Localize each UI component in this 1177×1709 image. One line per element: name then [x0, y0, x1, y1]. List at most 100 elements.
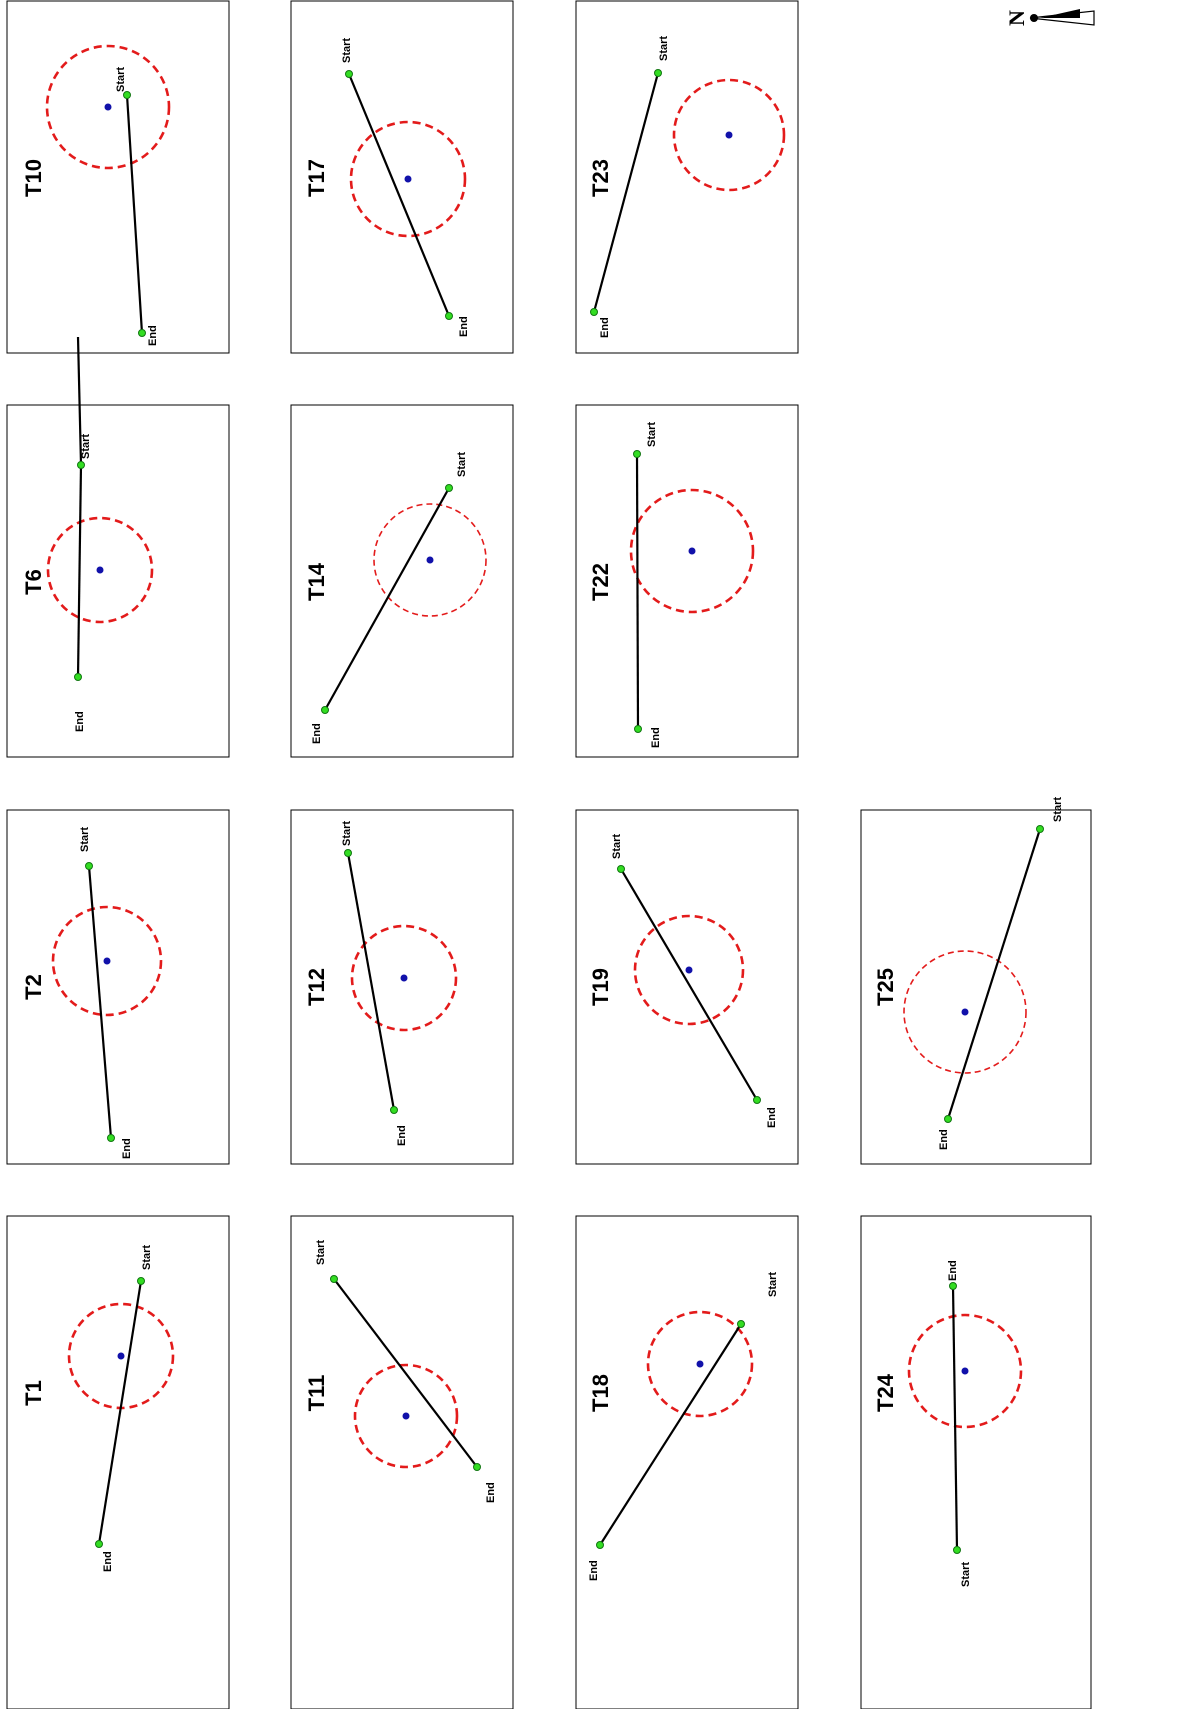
panel-frame — [575, 404, 799, 758]
range-circle — [46, 516, 154, 624]
end-label: End — [485, 1482, 497, 1503]
start-label: Start — [115, 67, 127, 92]
center-dot — [117, 1352, 125, 1360]
end-point — [949, 1282, 957, 1290]
end-point — [321, 706, 329, 714]
panel-frame — [575, 809, 799, 1165]
track-line — [324, 487, 450, 711]
start-point — [633, 450, 641, 458]
panel-t12: T12 Start End — [290, 809, 514, 1165]
start-label: Start — [960, 1562, 972, 1587]
start-point — [1036, 825, 1044, 833]
track-line — [76, 336, 83, 466]
panel-title: T22 — [588, 563, 613, 601]
north-letter: N — [1004, 10, 1029, 26]
panel-frame — [6, 1215, 230, 1709]
center-dot — [696, 1360, 704, 1368]
center-dot — [103, 957, 111, 965]
center-dot — [104, 103, 112, 111]
range-circle — [353, 1363, 459, 1469]
track-line — [87, 865, 113, 1139]
range-circle — [903, 950, 1027, 1074]
track-line — [635, 453, 640, 730]
center-dot — [404, 175, 412, 183]
start-point — [654, 69, 662, 77]
end-label: End — [588, 1560, 600, 1581]
end-label: End — [599, 317, 611, 338]
end-point — [590, 308, 598, 316]
range-circle — [629, 488, 755, 614]
start-point — [344, 849, 352, 857]
end-label: End — [938, 1129, 950, 1150]
track-line — [347, 73, 451, 317]
panel-title: T14 — [304, 562, 329, 601]
panel-title: T23 — [588, 159, 613, 197]
panel-title: T24 — [873, 1373, 898, 1412]
panel-t18: T18 Start End — [575, 1215, 799, 1709]
end-label: End — [458, 316, 470, 337]
start-label: Start — [341, 38, 353, 63]
panel-title: T6 — [21, 569, 46, 595]
range-circle — [646, 1310, 754, 1418]
start-point — [77, 461, 85, 469]
panel-t23: T23 Start End — [575, 0, 799, 354]
panel-t14: T14 Start End — [290, 404, 514, 758]
end-point — [445, 312, 453, 320]
panel-title: T17 — [304, 159, 329, 197]
panel-title: T19 — [588, 968, 613, 1006]
north-arrow-head — [1040, 9, 1080, 18]
range-circle — [907, 1313, 1023, 1429]
range-circle — [373, 503, 487, 617]
start-label: Start — [658, 36, 670, 61]
track-line — [125, 94, 144, 334]
end-label: End — [650, 727, 662, 748]
range-circle — [45, 44, 171, 170]
panel-t10: T10 Start End — [6, 0, 230, 354]
panel-t11: T11 Start End — [290, 1215, 514, 1709]
range-circle — [350, 924, 458, 1032]
center-dot — [688, 547, 696, 555]
panel-title: T10 — [21, 159, 46, 197]
center-dot — [961, 1367, 969, 1375]
panel-t2: T2 Start End — [6, 809, 230, 1165]
center-dot — [426, 556, 434, 564]
panel-frame — [6, 404, 230, 758]
center-dot — [961, 1008, 969, 1016]
end-point — [944, 1115, 952, 1123]
end-point — [473, 1463, 481, 1471]
panel-t1: T1 Start End — [6, 1215, 230, 1709]
track-line — [333, 1278, 478, 1468]
panel-frame — [290, 809, 514, 1165]
start-label: Start — [80, 434, 92, 459]
track-line — [97, 1280, 143, 1545]
panel-frame — [6, 809, 230, 1165]
start-point — [737, 1320, 745, 1328]
range-circle — [349, 120, 467, 238]
panel-frame — [575, 0, 799, 354]
end-point — [390, 1106, 398, 1114]
center-dot — [725, 131, 733, 139]
range-circle — [633, 914, 745, 1026]
panel-t6: T6 Start End — [6, 336, 230, 758]
end-point — [596, 1541, 604, 1549]
track-line — [76, 464, 83, 678]
panel-t19: T19 Start End — [575, 809, 799, 1165]
end-point — [74, 673, 82, 681]
panel-title: T12 — [304, 968, 329, 1006]
start-label: Start — [611, 834, 623, 859]
start-label: Start — [1052, 797, 1064, 822]
end-point — [753, 1096, 761, 1104]
panel-title: T1 — [21, 1380, 46, 1406]
panel-title: T2 — [21, 974, 46, 1000]
panel-frame — [6, 0, 230, 354]
track-line — [951, 1285, 959, 1551]
center-dot — [96, 566, 104, 574]
panel-title: T18 — [588, 1374, 613, 1412]
track-line — [599, 1323, 742, 1546]
end-label: End — [947, 1260, 959, 1281]
start-label: Start — [341, 821, 353, 846]
panel-frame — [290, 1215, 514, 1709]
track-line — [620, 868, 758, 1101]
panel-t22: T22 Start End — [575, 404, 799, 758]
